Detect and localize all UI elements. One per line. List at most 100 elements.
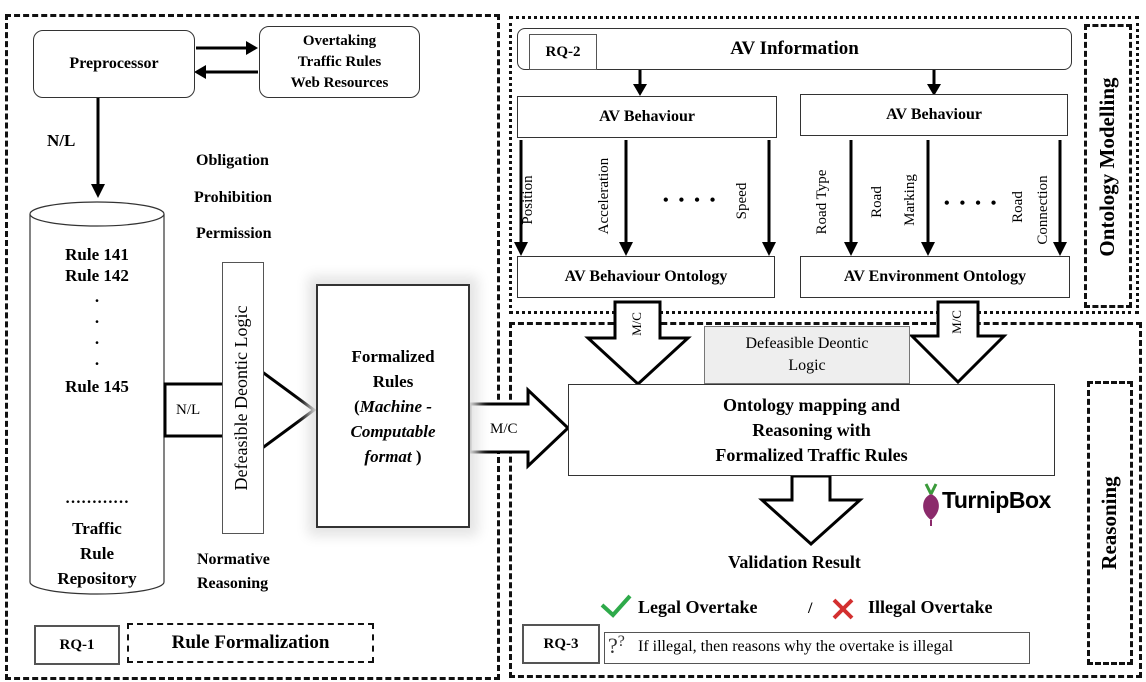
check-icon [600, 594, 632, 618]
defeasible-line-2: Logic [788, 357, 826, 374]
attr-road-connection-1: Road [1010, 191, 1026, 223]
deontic-obligation: Obligation [196, 152, 269, 169]
preprocessor-label: Preprocessor [69, 55, 159, 72]
question-mark-icon-1: ? [608, 633, 618, 658]
defeasible-deontic-box: Defeasible Deontic Logic [704, 326, 910, 384]
mapping-line-3: Formalized Traffic Rules [715, 444, 908, 465]
rq3-label: RQ-3 [543, 635, 579, 652]
legal-overtake-label: Legal Overtake [638, 597, 758, 617]
formalized-line-4: Computable [350, 419, 435, 444]
arrow-validation-hollow [758, 474, 864, 547]
mapping-line-2: Reasoning with [752, 419, 871, 440]
av-information-label: AV Information [730, 38, 859, 59]
defeasible-logic-label: Defeasible Deontic Logic [231, 305, 251, 491]
normative-line-2: Reasoning [197, 575, 269, 592]
question-mark-icon: ?? [608, 633, 625, 659]
mc-left-label: M/C [629, 312, 644, 336]
formalized-line-3: (Machine - [354, 394, 432, 419]
attr-road-marking-2: Marking [902, 174, 918, 226]
attr-road-connection-2: Connection [1035, 175, 1051, 245]
ontology-modelling-title: Ontology Modelling [1095, 77, 1119, 257]
turnipbox-logo-text: TurnipBox [942, 487, 1051, 513]
cross-icon [832, 598, 854, 620]
arrow-preprocessor-down [91, 98, 105, 198]
preprocessor-box: Preprocessor [33, 30, 195, 98]
formalized-line-4-text: Computable [350, 421, 436, 441]
rq1-title: Rule Formalization [171, 632, 330, 653]
web-resources-line-2: Traffic Rules [297, 53, 382, 70]
reasons-text: If illegal, then reasons why the overtak… [638, 638, 954, 655]
reasons-box [604, 632, 1030, 664]
attr-position: Position [520, 175, 536, 225]
rq2-label: RQ-2 [545, 43, 581, 60]
web-resources-line-3: Web Resources [290, 74, 389, 91]
mapping-line-1: Ontology mapping and [722, 394, 901, 415]
validation-result-label: Validation Result [728, 552, 861, 572]
deontic-prohibition: Prohibition [194, 189, 272, 206]
formalized-line-5-text: format [364, 446, 412, 466]
normative-line-1: Normative [197, 551, 270, 568]
arrow-av-left [633, 68, 647, 96]
av-behaviour-ontology-box: AV Behaviour Ontology [517, 256, 775, 298]
mc-in-label: M/C [490, 421, 518, 437]
repository-dot-3: . [94, 329, 100, 348]
rq1-frame [5, 14, 500, 680]
ontology-mapping-box: Ontology mapping and Reasoning with Form… [568, 384, 1055, 476]
arrow-mc-hollow [468, 386, 571, 470]
av-environment-ontology-box: AV Environment Ontology [800, 256, 1070, 298]
repository-cylinder [29, 201, 165, 595]
ontology-modelling-frame [1084, 24, 1132, 308]
repository-name-3: Repository [57, 569, 137, 588]
formalized-line-5: format ) [364, 444, 421, 469]
av-behaviour-left-box: AV Behaviour [517, 96, 777, 138]
slash-separator: / [808, 600, 813, 617]
web-resources-line-1: Overtaking [302, 32, 377, 49]
reasoning-frame [1087, 381, 1133, 665]
av-behaviour-right-label: AV Behaviour [886, 106, 982, 123]
arrow-mc-right-hollow [908, 300, 1008, 385]
arrow-from-web [194, 65, 258, 79]
illegal-overtake-label: Illegal Overtake [868, 597, 993, 617]
repository-dot-4: . [94, 350, 100, 369]
formalized-line-3-text: Machine - [359, 396, 432, 416]
formalized-rules-box: Formalized Rules (Machine - Computable f… [316, 284, 470, 528]
deontic-permission: Permission [196, 225, 272, 242]
repository-separator: ………… [65, 490, 129, 507]
turnip-icon [923, 483, 939, 526]
nl-top-label: N/L [47, 131, 76, 150]
repository-rule-145: Rule 145 [65, 377, 129, 396]
rq2-label-box: RQ-2 [529, 34, 597, 70]
nl-arrow-label: N/L [176, 402, 201, 418]
defeasible-line-1: Defeasible Deontic [745, 335, 869, 352]
av-environment-ontology-label: AV Environment Ontology [843, 268, 1027, 285]
rq1-label-box: RQ-1 [34, 625, 120, 665]
formalized-line-2: Rules [372, 371, 414, 391]
formalized-paren-close: ) [411, 446, 422, 466]
arrow-mc-left-hollow [584, 300, 692, 387]
attr-acceleration: Acceleration [596, 157, 612, 235]
repository-name-1: Traffic [72, 519, 122, 538]
rq2-frame [509, 16, 1139, 314]
attr-road-marking-1: Road [869, 186, 885, 218]
rq3-frame [509, 322, 1142, 678]
repository-name: Traffic Rule Repository [30, 516, 164, 591]
rq1-label: RQ-1 [59, 636, 95, 653]
attr-dots-left: • • • • [663, 192, 719, 209]
repository-dot-1: . [94, 287, 100, 306]
repository-dot-2: . [94, 308, 100, 327]
av-behaviour-right-box: AV Behaviour [800, 94, 1068, 136]
attr-road-type: Road Type [814, 169, 830, 235]
web-resources-box: Overtaking Traffic Rules Web Resources [259, 26, 420, 98]
av-behaviour-left-label: AV Behaviour [599, 108, 695, 125]
repository-rule-142: Rule 142 [65, 266, 129, 285]
attr-dots-right: • • • • [944, 195, 1000, 212]
av-behaviour-ontology-label: AV Behaviour Ontology [564, 268, 728, 285]
rq1-title-box: Rule Formalization [127, 623, 374, 663]
attr-speed: Speed [734, 182, 750, 220]
question-mark-icon-2: ? [617, 633, 625, 650]
formalized-line-1: Formalized [351, 346, 435, 366]
repository-name-2: Rule [80, 544, 114, 563]
reasoning-title: Reasoning [1097, 476, 1121, 570]
defeasible-logic-box [222, 262, 264, 534]
